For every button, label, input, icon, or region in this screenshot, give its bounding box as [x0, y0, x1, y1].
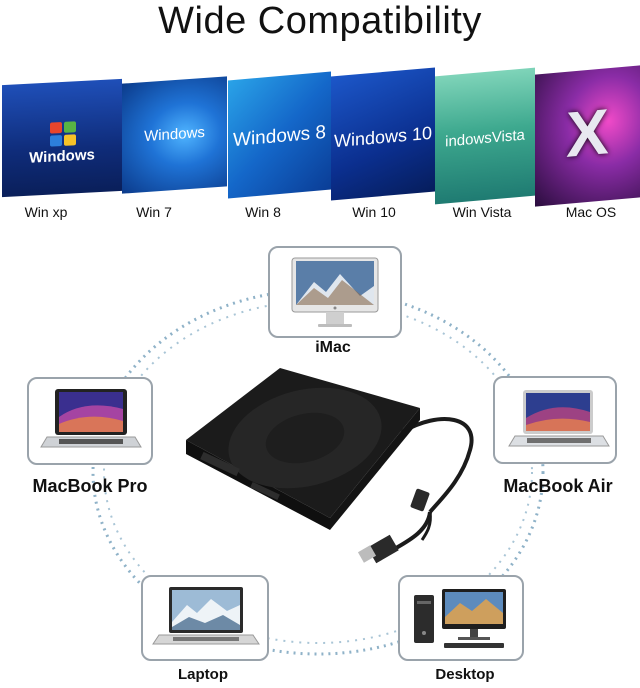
usb-cable	[400, 417, 474, 514]
os-label: Win Vista	[452, 204, 512, 220]
os-label: Win 7	[136, 204, 172, 220]
device-card-macbook-pro	[27, 377, 153, 465]
device-label-desktop: Desktop	[435, 666, 495, 683]
os-label: Mac OS	[565, 204, 617, 220]
device-label-macbook-air: MacBook Air	[503, 476, 613, 496]
device-card-desktop	[398, 575, 524, 661]
device-card-macbook-air	[493, 376, 617, 464]
desktop-icon	[414, 589, 506, 648]
imac-icon	[291, 257, 379, 327]
device-card-imac	[268, 246, 402, 338]
laptop-icon	[152, 587, 260, 645]
macbook-pro-icon	[40, 389, 142, 448]
device-label-macbook-pro: MacBook Pro	[32, 476, 148, 496]
os-label: Win 8	[245, 204, 281, 220]
device-label-imac: iMac	[315, 339, 351, 356]
device-label-laptop: Laptop	[178, 666, 228, 683]
macbook-air-icon	[508, 390, 610, 447]
os-label: Win 10	[352, 204, 396, 220]
device-card-laptop	[141, 575, 269, 661]
page-title: Wide Compatibility	[158, 0, 482, 42]
usb-c-connector	[410, 488, 430, 512]
os-label: Win xp	[24, 204, 68, 220]
